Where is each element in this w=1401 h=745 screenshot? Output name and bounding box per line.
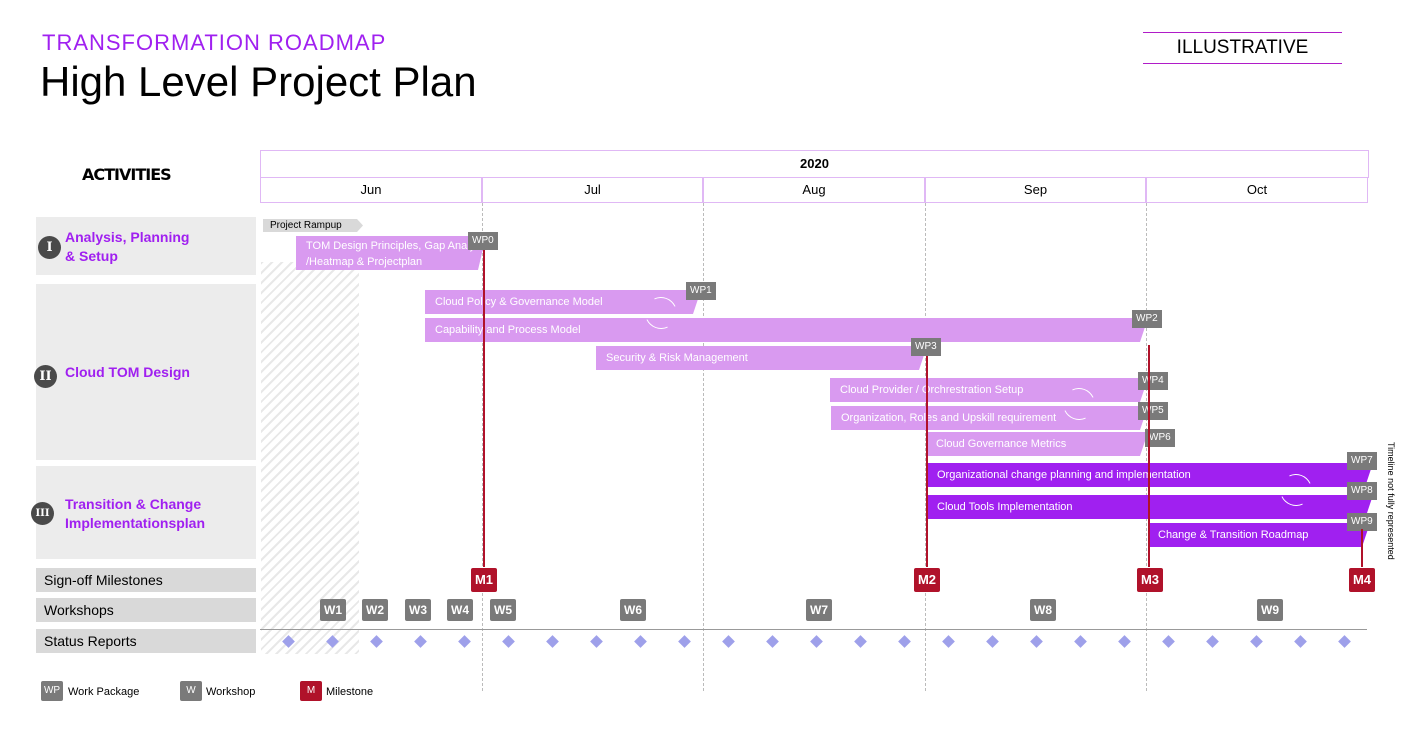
wp-badge-wp5: WP5: [1138, 402, 1168, 420]
workshop-w6: W6: [620, 599, 646, 621]
status-report-diamond: [546, 635, 559, 648]
timeline-note: Timeline not fully represented: [1386, 442, 1396, 560]
work-package-bar-wp0: TOM Design Principles, Gap Analysis/Heat…: [296, 236, 486, 270]
status-report-diamond: [942, 635, 955, 648]
milestone-line-m1: [483, 250, 485, 567]
work-package-bar-wp9: Change & Transition Roadmap: [1148, 523, 1370, 547]
milestone-line-m4: [1361, 529, 1363, 567]
page-title: High Level Project Plan: [40, 58, 477, 105]
phase-panel-cloud-tom: [36, 284, 256, 460]
milestone-m3: M3: [1137, 568, 1163, 592]
milestone-m1: M1: [471, 568, 497, 592]
status-report-diamond: [1162, 635, 1175, 648]
month-oct: Oct: [1146, 177, 1368, 203]
phase-panel-transition: [36, 466, 256, 559]
status-report-diamond: [590, 635, 603, 648]
work-package-bar-wp2: Capability and Process Model: [425, 318, 1148, 342]
roadmap-subtitle: TRANSFORMATION ROADMAP: [42, 30, 387, 55]
legend-milestone-label: Milestone: [326, 686, 374, 698]
work-package-bar-wp1: Cloud Policy & Governance Model: [425, 290, 701, 314]
milestone-m2: M2: [914, 568, 940, 592]
status-report-diamond: [634, 635, 647, 648]
wp-badge-wp2: WP2: [1132, 310, 1162, 328]
legend-work-package-label: Work Package: [68, 686, 140, 698]
month-divider: [482, 203, 483, 691]
month-jun: Jun: [260, 177, 482, 203]
roman-one-icon: I: [38, 236, 61, 259]
wp-badge-wp0: WP0: [468, 232, 498, 250]
status-report-diamond: [414, 635, 427, 648]
workshop-w5: W5: [490, 599, 516, 621]
row-label-milestones: Sign-off Milestones: [36, 568, 256, 592]
status-report-diamond: [986, 635, 999, 648]
workshop-w8: W8: [1030, 599, 1056, 621]
milestone-line-m3: [1148, 345, 1150, 567]
status-report-diamond: [1338, 635, 1351, 648]
milestone-m4: M4: [1349, 568, 1375, 592]
status-report-diamond: [458, 635, 471, 648]
legend-work-package-icon: WP: [41, 681, 63, 701]
month-sep: Sep: [925, 177, 1146, 203]
status-report-diamond: [502, 635, 515, 648]
month-aug: Aug: [703, 177, 925, 203]
workshop-w1: W1: [320, 599, 346, 621]
status-report-diamond: [1294, 635, 1307, 648]
workshop-w9: W9: [1257, 599, 1283, 621]
wp-badge-wp1: WP1: [686, 282, 716, 300]
phase-panel-analysis: [36, 217, 256, 275]
status-report-diamond: [1030, 635, 1043, 648]
work-package-bar-wp6: Cloud Governance Metrics: [926, 432, 1148, 456]
work-package-bar-wp5: Organization, Roles and Upskill requirem…: [831, 406, 1148, 430]
status-report-diamond: [1206, 635, 1219, 648]
month-divider: [925, 203, 926, 691]
activities-heading: ACTIVITIES: [82, 165, 172, 184]
month-divider: [1146, 203, 1147, 691]
legend-milestone-icon: M: [300, 681, 322, 701]
phase-label-analysis: Analysis, Planning& Setup: [65, 229, 190, 264]
status-report-diamond: [722, 635, 735, 648]
status-report-diamond: [370, 635, 383, 648]
status-report-diamond: [810, 635, 823, 648]
workshop-w7: W7: [806, 599, 832, 621]
status-report-diamond: [1118, 635, 1131, 648]
work-package-bar-wp8: Cloud Tools Implementation: [927, 495, 1373, 519]
month-divider: [703, 203, 704, 691]
wp-badge-wp3: WP3: [911, 338, 941, 356]
status-report-diamond: [678, 635, 691, 648]
wp-badge-wp6: WP6: [1145, 429, 1175, 447]
roman-three-icon: III: [31, 502, 54, 525]
row-label-status: Status Reports: [36, 629, 256, 653]
status-report-diamond: [1250, 635, 1263, 648]
status-report-diamond: [898, 635, 911, 648]
legend-workshop-label: Workshop: [206, 686, 256, 698]
work-package-bar-wp4: Cloud Provider / Orchrestration Setup: [830, 378, 1148, 402]
status-report-diamond: [1074, 635, 1087, 648]
workshop-w2: W2: [362, 599, 388, 621]
work-package-bar-wp7: Organizational change planning and imple…: [927, 463, 1373, 487]
status-report-diamond: [854, 635, 867, 648]
status-report-diamond: [766, 635, 779, 648]
work-package-bar-wp3: Security & Risk Management: [596, 346, 927, 370]
wp-badge-wp7: WP7: [1347, 452, 1377, 470]
legend-workshop-icon: W: [180, 681, 202, 701]
rampup-hatch-area: [261, 262, 359, 654]
row-label-workshops: Workshops: [36, 598, 256, 622]
project-rampup-bar: Project Rampup: [263, 219, 363, 232]
milestone-line-m2: [926, 356, 928, 567]
status-timeline-line: [260, 629, 1367, 630]
phase-label-cloud-tom: Cloud TOM Design: [65, 364, 190, 380]
wp-badge-wp4: WP4: [1138, 372, 1168, 390]
workshop-w4: W4: [447, 599, 473, 621]
wp-badge-wp9: WP9: [1347, 513, 1377, 531]
month-jul: Jul: [482, 177, 703, 203]
wp-badge-wp8: WP8: [1347, 482, 1377, 500]
roman-two-icon: II: [34, 365, 57, 388]
illustrative-badge: ILLUSTRATIVE: [1143, 32, 1342, 64]
workshop-w3: W3: [405, 599, 431, 621]
timeline-year: 2020: [260, 150, 1369, 178]
